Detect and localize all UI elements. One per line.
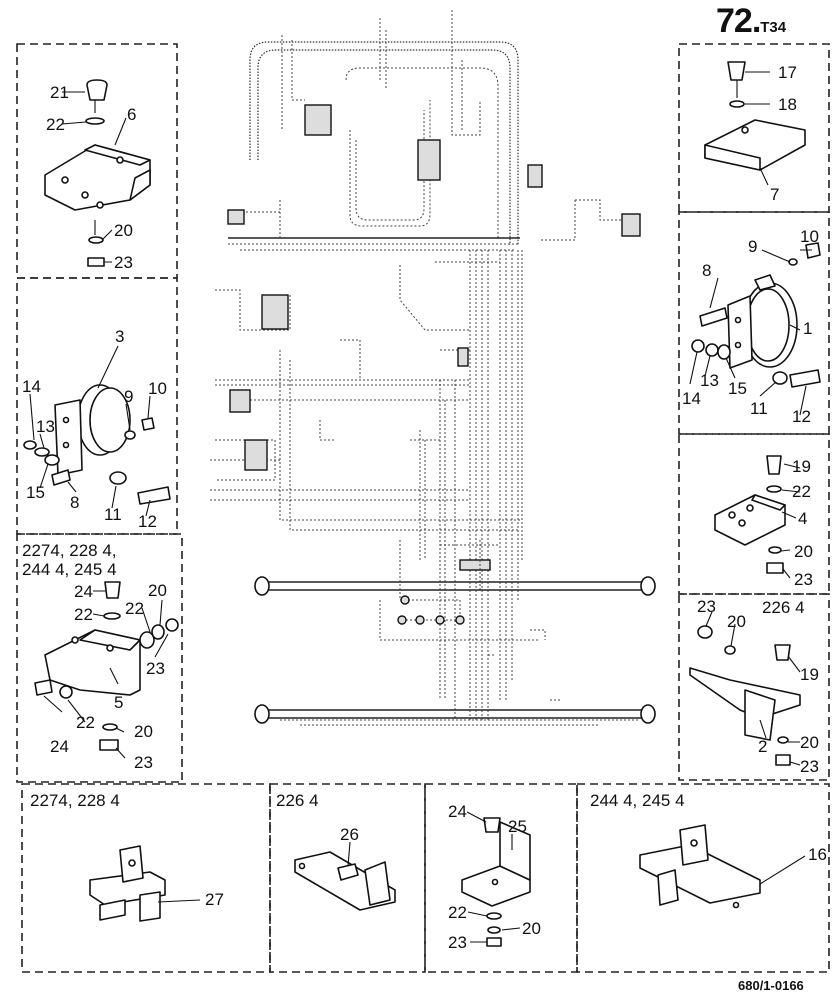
- callout: 27: [205, 890, 224, 909]
- bracket-26-assembly: [294, 851, 396, 911]
- page-title: 72.T34: [716, 2, 786, 41]
- callout: 23: [697, 597, 716, 616]
- callout: 24: [448, 802, 467, 821]
- drawing-code: 680/1-0166: [738, 978, 804, 993]
- callout: 7: [770, 185, 779, 204]
- callout: 13: [36, 417, 55, 436]
- frame-right-column: [678, 43, 830, 781]
- frame-left-column: [16, 43, 183, 783]
- bracket-16-assembly: [639, 824, 761, 909]
- bracket-5-assembly: [34, 581, 179, 751]
- frame-bottom-row: [21, 783, 830, 973]
- callout: 8: [702, 261, 711, 280]
- callout: 19: [792, 457, 811, 476]
- callout: 22: [125, 599, 144, 618]
- callout: 20: [800, 733, 819, 752]
- callout: 20: [114, 221, 133, 240]
- callout: 18: [778, 95, 797, 114]
- bracket-25-assembly: [461, 817, 531, 947]
- callout: 22: [46, 115, 65, 134]
- clamp-3-assembly: [23, 384, 171, 505]
- group-label: 226 4: [276, 791, 319, 810]
- bracket-7-assembly: [704, 61, 806, 171]
- callout: 5: [114, 693, 123, 712]
- callout: 22: [792, 482, 811, 501]
- bracket-27-assembly: [89, 845, 166, 922]
- callout: 23: [146, 659, 165, 678]
- callout: 25: [508, 817, 527, 836]
- callout: 20: [522, 919, 541, 938]
- central-harness: [210, 10, 656, 726]
- callout: 20: [134, 722, 153, 741]
- callout: 23: [448, 933, 467, 952]
- page-number: 72.: [716, 2, 761, 40]
- group-label-line1: 2274, 228 4,: [22, 541, 117, 560]
- callout: 13: [700, 371, 719, 390]
- group-label-line2: 244 4, 245 4: [22, 560, 117, 579]
- callout: 23: [134, 753, 153, 772]
- bracket-4-assembly: [714, 455, 786, 574]
- bracket-2-assembly: [689, 625, 801, 766]
- callout: 15: [26, 483, 45, 502]
- callout: 24: [74, 582, 93, 601]
- callout: 14: [682, 389, 701, 408]
- callout: 20: [727, 612, 746, 631]
- callout: 22: [448, 903, 467, 922]
- bracket-6-assembly: [44, 79, 151, 267]
- callout: 24: [50, 737, 69, 756]
- callout: 26: [340, 825, 359, 844]
- callout: 16: [808, 845, 827, 864]
- callout: 20: [148, 581, 167, 600]
- callout: 17: [778, 63, 797, 82]
- callout: 10: [148, 379, 167, 398]
- callout: 23: [800, 757, 819, 776]
- callout: 6: [127, 105, 136, 124]
- clamp-1-assembly: [691, 242, 821, 388]
- callout: 10: [800, 227, 819, 246]
- group-label: 2274, 228 4: [30, 791, 120, 810]
- callout: 9: [748, 237, 757, 256]
- callout: 2: [758, 737, 767, 756]
- callout: 8: [70, 493, 79, 512]
- page-suffix: T34: [760, 19, 787, 36]
- callout: 22: [74, 605, 93, 624]
- callout: 14: [22, 377, 41, 396]
- callout: 12: [138, 512, 157, 531]
- group-label: 226 4: [762, 598, 805, 617]
- callout: 20: [794, 542, 813, 561]
- callout: 3: [115, 327, 124, 346]
- callout: 15: [728, 379, 747, 398]
- callout: 21: [50, 83, 69, 102]
- callout: 12: [792, 407, 811, 426]
- leader-lines: [29, 71, 812, 943]
- callout: 23: [114, 253, 133, 272]
- callout: 11: [750, 399, 768, 418]
- group-label: 244 4, 245 4: [590, 791, 685, 810]
- callout: 9: [124, 387, 133, 406]
- callout: 19: [800, 665, 819, 684]
- callout: 11: [104, 505, 122, 524]
- callout: 4: [798, 509, 807, 528]
- callout: 23: [794, 570, 813, 589]
- callout: 22: [76, 713, 95, 732]
- callout: 1: [803, 319, 812, 338]
